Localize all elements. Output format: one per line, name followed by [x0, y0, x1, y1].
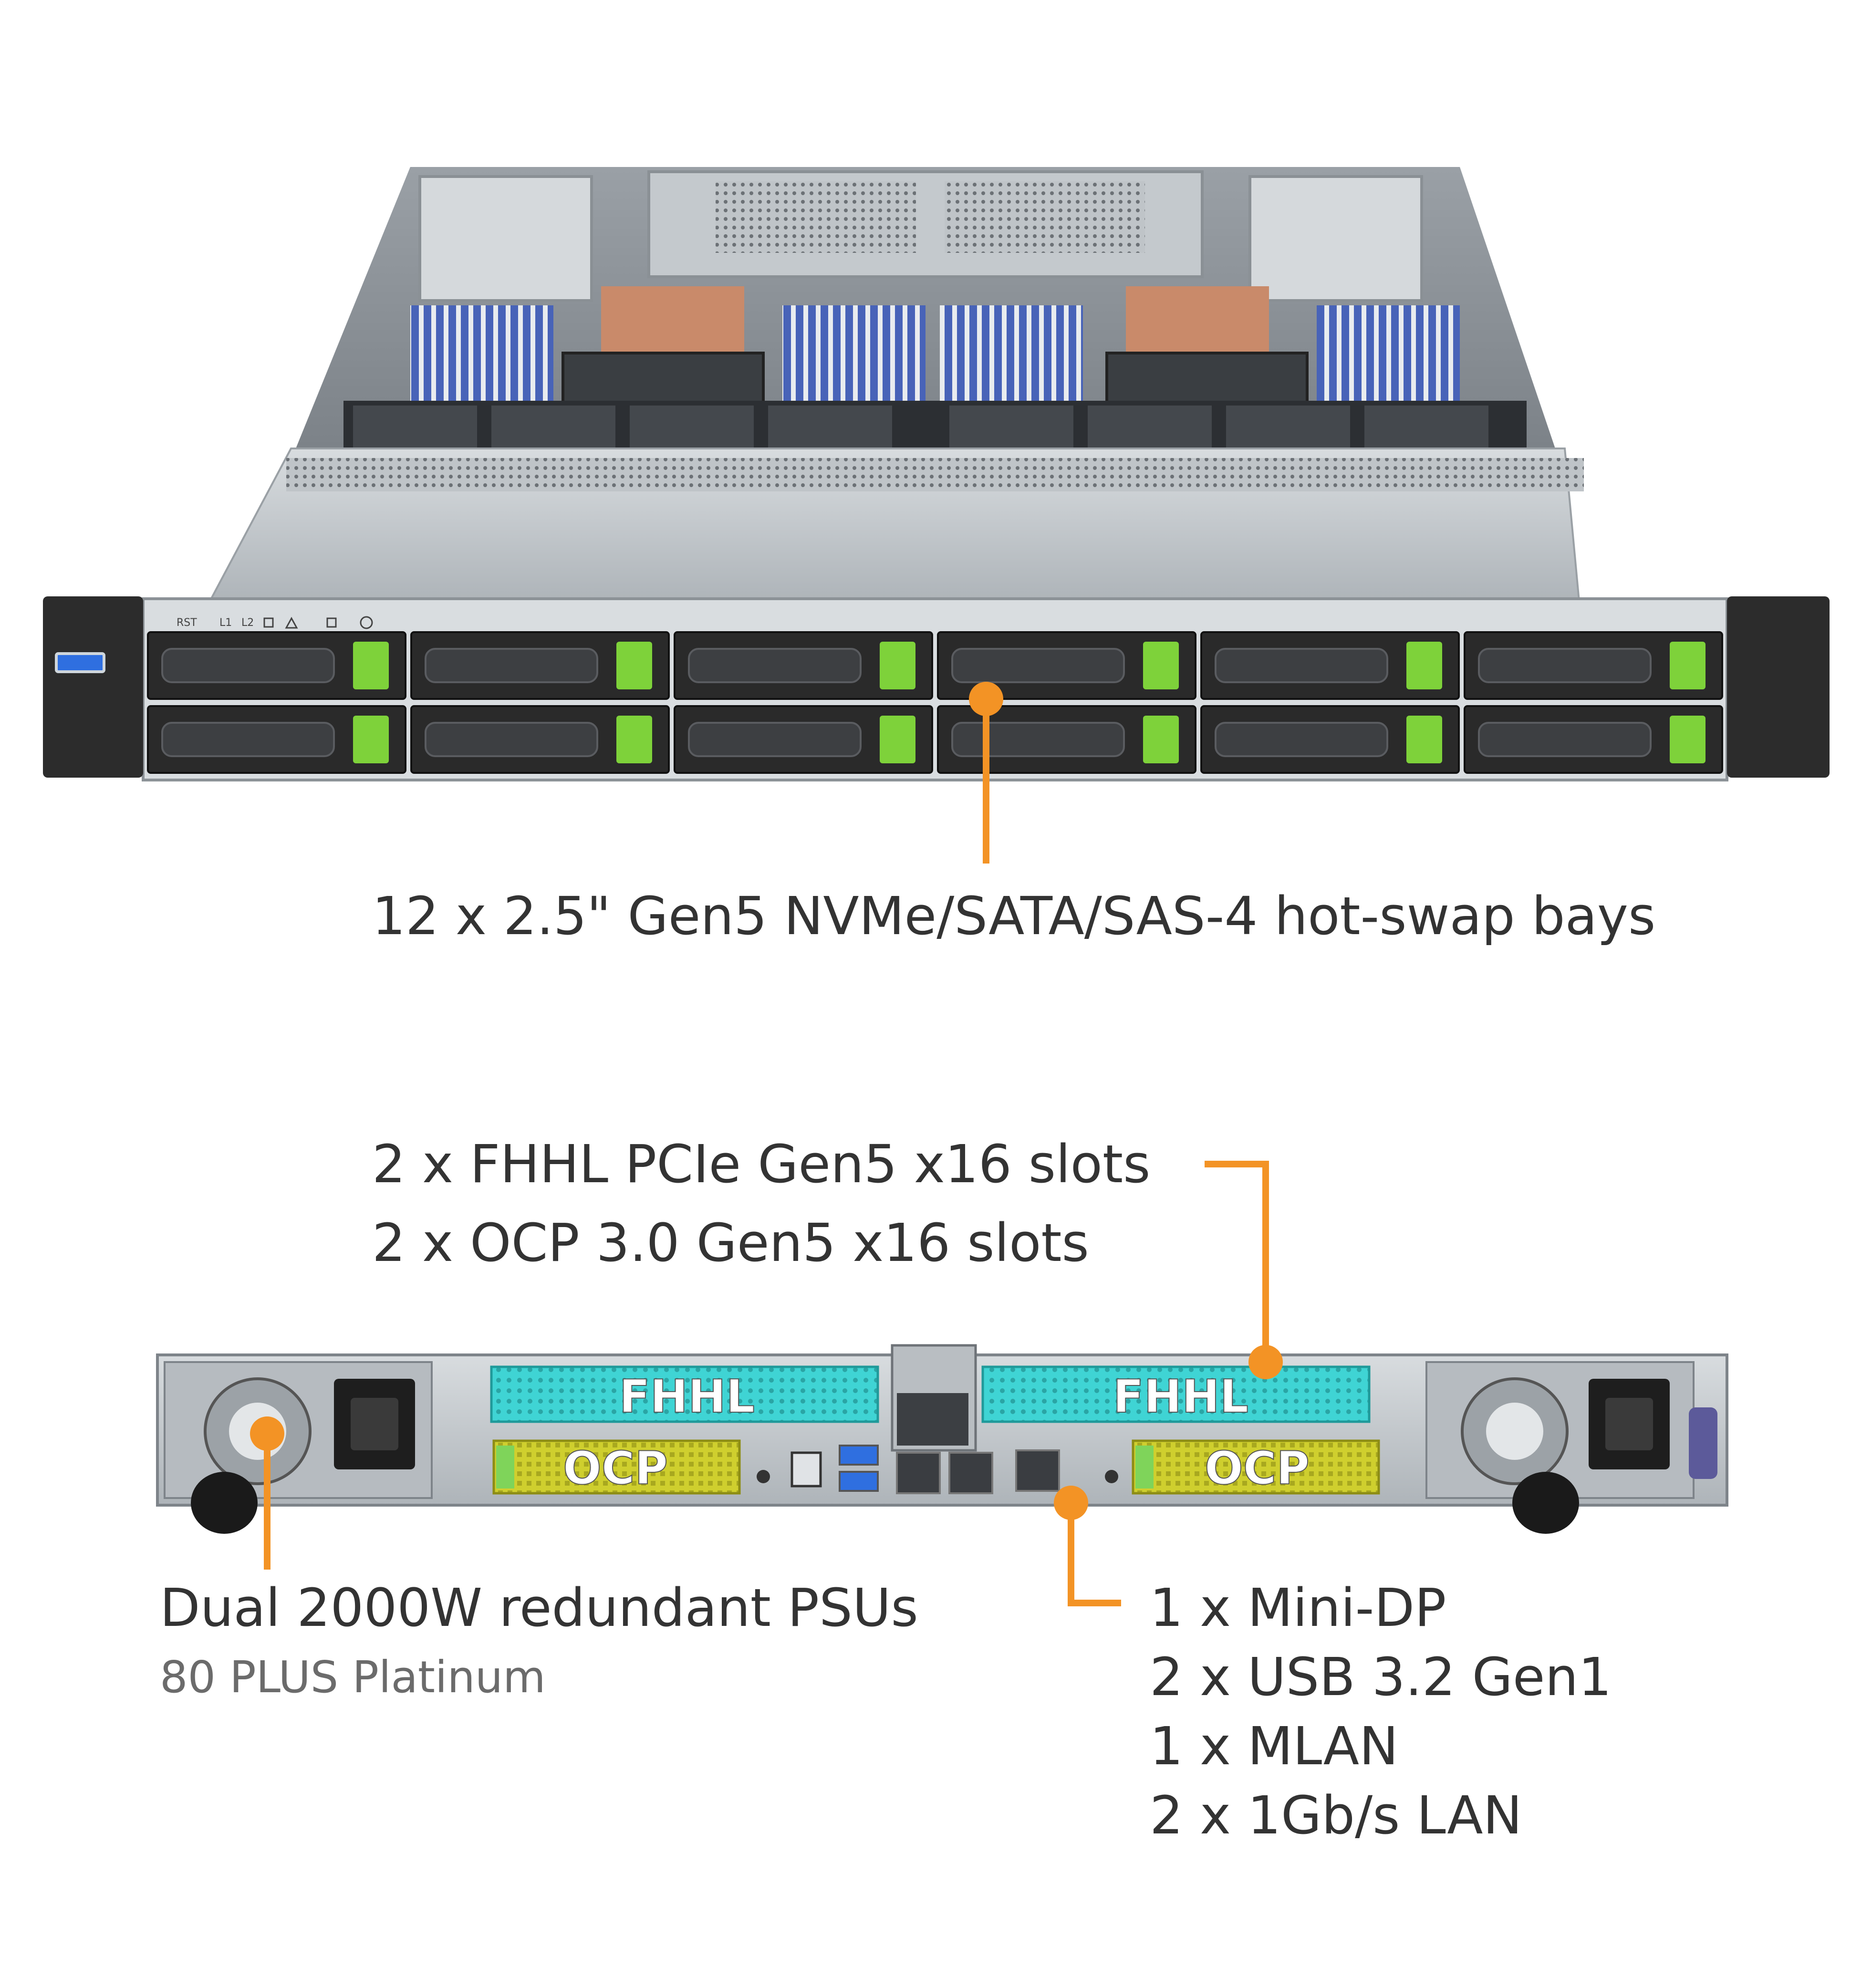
drive-bay-latch[interactable] [1143, 642, 1179, 689]
pcie-slots-label-line1: 2 x FHHL PCIe Gen5 x16 slots [372, 1134, 1151, 1195]
drive-bay-latch[interactable] [1143, 716, 1179, 763]
status-label-l2: L2 [241, 617, 254, 629]
dimm-bank-2 [782, 305, 926, 401]
psu-handle[interactable] [1512, 1472, 1579, 1534]
drive-bay-6[interactable] [1464, 631, 1723, 700]
dimm-bank-4 [1317, 305, 1460, 401]
drive-bay-latch[interactable] [1670, 716, 1706, 763]
drive-bay-5[interactable] [1200, 631, 1460, 700]
front-status-strip: RST L1 L2 [177, 616, 373, 629]
mini-dp-port[interactable] [790, 1451, 822, 1488]
status-label-rst: RST [177, 617, 197, 629]
drive-bay-latch[interactable] [880, 716, 915, 763]
psu-left [164, 1361, 433, 1534]
drive-bay-3[interactable] [674, 631, 933, 700]
psu-label-line1: Dual 2000W redundant PSUs [160, 1577, 918, 1638]
usb-port-1[interactable] [839, 1445, 879, 1466]
drive-bay-latch[interactable] [1670, 642, 1706, 689]
drive-bay-12[interactable] [1464, 705, 1723, 774]
rear-io-cluster [757, 1344, 1118, 1494]
fhhl-right-label: FHHL [1113, 1371, 1248, 1423]
drive-bay-latch[interactable] [616, 642, 652, 689]
callout-drive-bays [969, 682, 1003, 864]
ocp-slot-right: OCP [1132, 1439, 1380, 1495]
status-label-l1: L1 [219, 617, 232, 629]
mlan-port[interactable] [1015, 1449, 1060, 1492]
power-button-icon[interactable] [360, 616, 373, 629]
id-led-icon [326, 617, 337, 628]
id-button-icon[interactable] [757, 1470, 770, 1483]
drive-bay-1[interactable] [147, 631, 406, 700]
drive-bay-grid [147, 631, 1723, 774]
rack-ear-right [1727, 596, 1830, 778]
drive-bay-latch[interactable] [1406, 716, 1442, 763]
io-label-line3: 1 x MLAN [1150, 1716, 1399, 1777]
drive-bay-latch[interactable] [353, 642, 389, 689]
drive-bay-10[interactable] [937, 705, 1196, 774]
callout-psu [250, 1416, 284, 1570]
dimm-bank-3 [940, 305, 1083, 401]
io-label-line4: 2 x 1Gb/s LAN [1150, 1785, 1522, 1846]
psu-latch[interactable] [1689, 1407, 1717, 1479]
fhhl-slot-right: FHHL [981, 1365, 1371, 1424]
rack-ear-left [43, 596, 143, 778]
pcie-slots-label-line2: 2 x OCP 3.0 Gen5 x16 slots [372, 1212, 1089, 1273]
usb-port-icon[interactable] [55, 652, 105, 673]
psu-handle[interactable] [191, 1472, 258, 1534]
drive-bay-latch[interactable] [1406, 642, 1442, 689]
io-label-line2: 2 x USB 3.2 Gen1 [1150, 1646, 1612, 1707]
ocp-slot-left: OCP [492, 1439, 741, 1495]
riser-right [1248, 175, 1423, 302]
drive-bay-4[interactable] [937, 631, 1196, 700]
callout-pcie [1205, 1161, 1283, 1379]
lan-port-1[interactable] [896, 1452, 941, 1494]
callout-io [1054, 1486, 1121, 1606]
ocp-left-label: OCP [563, 1442, 668, 1495]
drive-bays-label: 12 x 2.5" Gen5 NVMe/SATA/SAS-4 hot-swap … [372, 885, 1656, 947]
rear-server-view: FHHL FHHL OCP OCP [156, 1344, 1728, 1534]
front-server-view: RST L1 L2 [43, 167, 1830, 781]
drive-bay-8[interactable] [410, 705, 670, 774]
heatsink-right [1126, 286, 1269, 353]
lan-port-2[interactable] [948, 1452, 993, 1494]
ocp-right-label: OCP [1205, 1442, 1310, 1495]
psu-right [1425, 1361, 1717, 1534]
usb-port-2[interactable] [839, 1471, 879, 1492]
drive-bay-9[interactable] [674, 705, 933, 774]
drive-bay-latch[interactable] [616, 716, 652, 763]
drive-bay-latch[interactable] [880, 642, 915, 689]
drive-bay-2[interactable] [410, 631, 670, 700]
psu-label-line2: 80 PLUS Platinum [160, 1652, 546, 1703]
drive-bay-latch[interactable] [353, 716, 389, 763]
reset-button-icon[interactable] [1105, 1470, 1118, 1483]
riser-left [418, 175, 593, 302]
dimm-bank-1 [410, 305, 553, 401]
fhhl-slot-left: FHHL [490, 1365, 879, 1424]
hdd-led-icon [263, 617, 274, 628]
warning-led-icon [285, 616, 298, 629]
heatsink-left [601, 286, 744, 353]
drive-bay-11[interactable] [1200, 705, 1460, 774]
fhhl-left-label: FHHL [619, 1371, 755, 1423]
drive-bay-7[interactable] [147, 705, 406, 774]
io-label-line1: 1 x Mini-DP [1150, 1577, 1446, 1638]
